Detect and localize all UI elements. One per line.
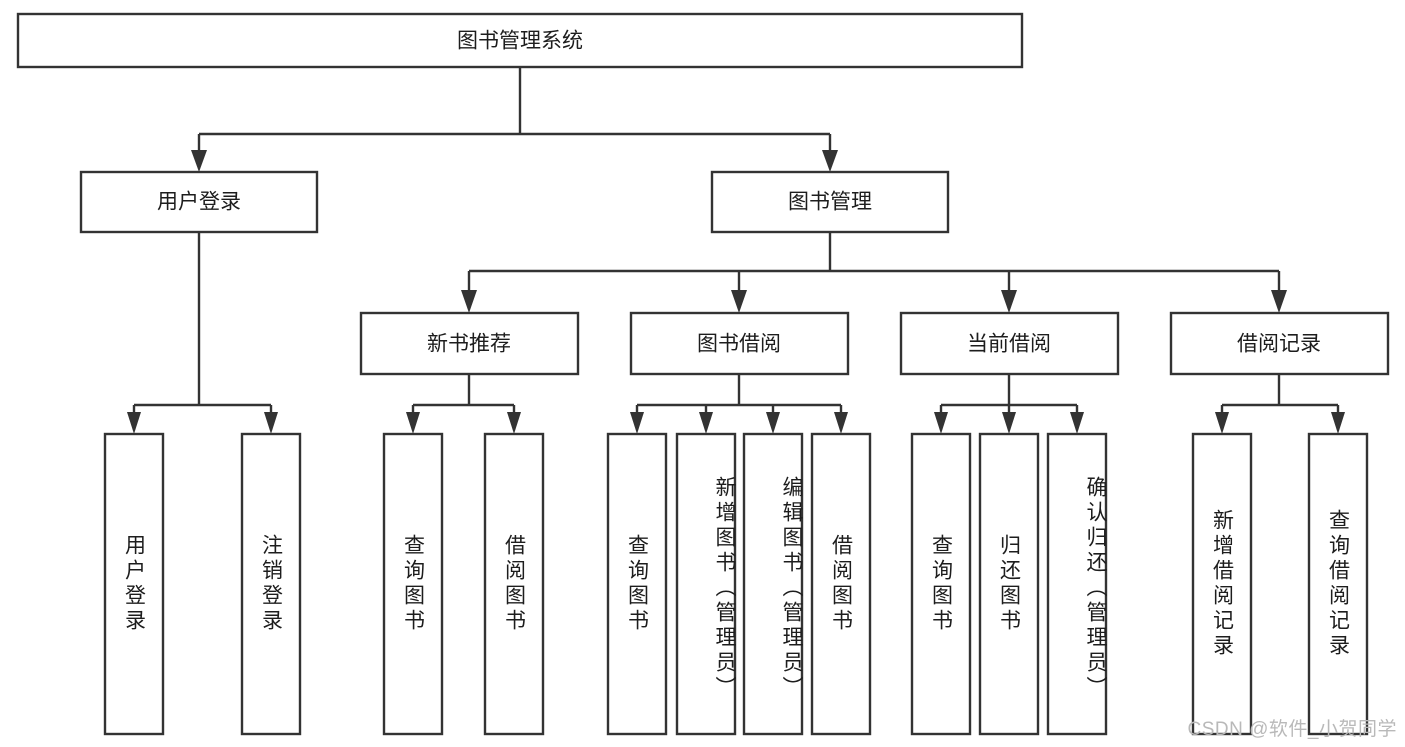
node-new-book-recommend-label: 新书推荐: [427, 333, 511, 356]
arrow-to-borrow: [731, 290, 747, 313]
edge-group-records-to-leaves: [1215, 374, 1345, 434]
arrow-to-records: [1271, 290, 1287, 313]
leaf-box-user-login-2[interactable]: [240, 432, 302, 736]
arrow-borrow-leaf4: [834, 412, 848, 434]
node-root[interactable]: 图书管理系统: [16, 12, 1024, 69]
edge-group-bookmgmt-to-level3: [461, 232, 1287, 313]
leaf-box-book-borrow-2[interactable]: [675, 432, 737, 736]
node-current-borrow-box[interactable]: [899, 311, 1120, 376]
leaf-box-user-login-1[interactable]: [103, 432, 165, 736]
arrow-current-leaf2: [1002, 412, 1016, 434]
arrow-newbook-leaf1: [406, 412, 420, 434]
node-new-book-recommend[interactable]: 新书推荐: [359, 311, 580, 376]
node-current-borrow[interactable]: 当前借阅: [899, 311, 1120, 376]
leaf-box-book-borrow-4[interactable]: [810, 432, 872, 736]
arrow-borrow-leaf1: [630, 412, 644, 434]
node-book-borrow[interactable]: 图书借阅: [629, 311, 850, 376]
arrow-to-newbook: [461, 290, 477, 313]
arrow-records-leaf2: [1331, 412, 1345, 434]
node-borrow-records-box[interactable]: [1169, 311, 1390, 376]
leaf-boxes-user-login: [103, 432, 302, 736]
leaf-box-new-book-1[interactable]: [382, 432, 444, 736]
leaf-boxes-book-borrow: [606, 432, 872, 736]
leaf-box-new-book-2[interactable]: [483, 432, 545, 736]
node-book-management[interactable]: 图书管理: [710, 170, 950, 234]
arrow-userlogin-leaf2: [264, 412, 278, 434]
leaf-box-book-borrow-3[interactable]: [742, 432, 804, 736]
node-root-box[interactable]: [16, 12, 1024, 69]
leaf-box-borrow-records-1[interactable]: [1191, 432, 1253, 736]
leaf-box-current-borrow-3[interactable]: [1046, 432, 1108, 736]
edge-group-userlogin-to-leaves: [127, 232, 278, 434]
arrow-borrow-leaf3: [766, 412, 780, 434]
leaf-boxes-borrow-records: [1191, 432, 1369, 736]
leaf-box-borrow-records-2[interactable]: [1307, 432, 1369, 736]
node-borrow-records-label: 借阅记录: [1237, 333, 1321, 356]
node-user-login-label: 用户登录: [157, 191, 241, 214]
leaf-boxes-current-borrow: [910, 432, 1108, 736]
node-user-login-box[interactable]: [79, 170, 319, 234]
arrow-newbook-leaf2: [507, 412, 521, 434]
leaf-boxes-new-book-recommend: [382, 432, 545, 736]
edge-group-newbook-to-leaves: [406, 374, 521, 434]
arrow-to-book-mgmt: [822, 150, 838, 172]
node-book-borrow-box[interactable]: [629, 311, 850, 376]
arrow-to-user-login: [191, 150, 207, 172]
node-book-management-box[interactable]: [710, 170, 950, 234]
leaf-box-current-borrow-2[interactable]: [978, 432, 1040, 736]
leaf-box-book-borrow-1[interactable]: [606, 432, 668, 736]
arrow-current-leaf1: [934, 412, 948, 434]
arrow-records-leaf1: [1215, 412, 1229, 434]
edge-group-borrow-to-leaves: [630, 374, 848, 434]
leaf-box-current-borrow-1[interactable]: [910, 432, 972, 736]
arrow-borrow-leaf2: [699, 412, 713, 434]
node-new-book-recommend-box[interactable]: [359, 311, 580, 376]
edge-group-current-to-leaves: [934, 374, 1084, 434]
node-root-label: 图书管理系统: [457, 30, 583, 53]
node-current-borrow-label: 当前借阅: [967, 333, 1051, 356]
node-borrow-records[interactable]: 借阅记录: [1169, 311, 1390, 376]
edge-group-root-to-level2: [191, 67, 838, 172]
node-book-management-label: 图书管理: [788, 191, 872, 214]
csdn-watermark: CSDN @软件_小贺同学: [1187, 719, 1397, 740]
arrow-to-current: [1001, 290, 1017, 313]
node-user-login[interactable]: 用户登录: [79, 170, 319, 234]
arrow-userlogin-leaf1: [127, 412, 141, 434]
arrow-current-leaf3: [1070, 412, 1084, 434]
node-book-borrow-label: 图书借阅: [697, 333, 781, 356]
